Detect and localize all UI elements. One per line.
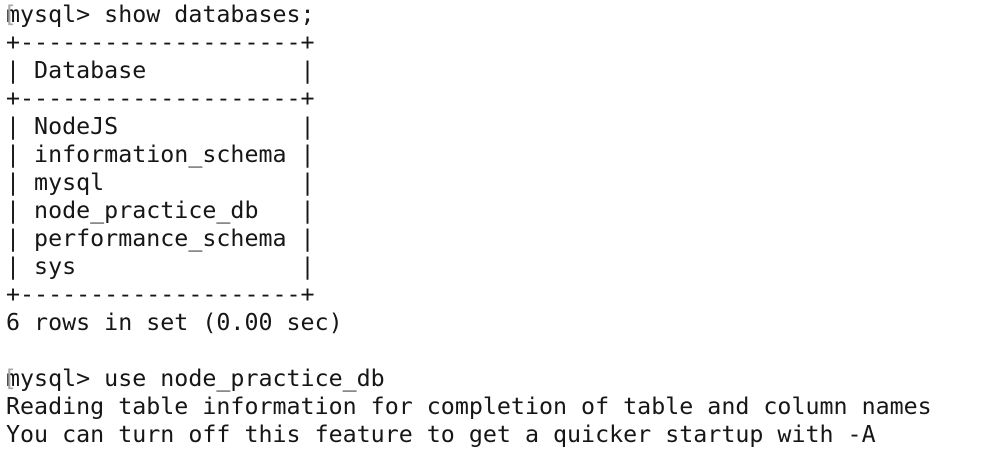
terminal-line-table-border: +--------------------+	[6, 29, 988, 57]
command-mark-icon: [	[3, 1, 18, 28]
terminal-line-text: | node_practice_db |	[6, 197, 315, 224]
terminal-line-table-row: | NodeJS |	[6, 113, 988, 141]
terminal-line-command: [mysql> use node_practice_db	[3, 365, 988, 393]
terminal-line-table-border: +--------------------+	[6, 281, 988, 309]
terminal-line-text: 6 rows in set (0.00 sec)	[6, 309, 343, 336]
terminal-line-text: +--------------------+	[6, 29, 315, 56]
terminal-line-table-row: | performance_schema |	[6, 225, 988, 253]
terminal-line-text: | NodeJS |	[6, 113, 315, 140]
terminal-line-text: You can turn off this feature to get a q…	[6, 421, 876, 448]
terminal-line-table-border: +--------------------+	[6, 85, 988, 113]
command-mark-icon: [	[3, 365, 18, 392]
terminal-line-text: Reading table information for completion…	[6, 393, 932, 420]
terminal-line-text: | performance_schema |	[6, 225, 315, 252]
terminal-line-text: | information_schema |	[6, 141, 315, 168]
terminal-line-text: | Database |	[6, 57, 315, 84]
terminal-line-table-row: | information_schema |	[6, 141, 988, 169]
terminal-line-table-header: | Database |	[6, 57, 988, 85]
terminal-line-table-row: | sys |	[6, 253, 988, 281]
terminal-line-message: Reading table information for completion…	[6, 393, 988, 421]
terminal-line-text: +--------------------+	[6, 281, 315, 308]
terminal-line-message: You can turn off this feature to get a q…	[6, 421, 988, 449]
terminal-line-blank	[6, 337, 988, 365]
terminal-line-text: +--------------------+	[6, 85, 315, 112]
terminal-line-table-row: | node_practice_db |	[6, 197, 988, 225]
terminal-line-command: [mysql> show databases;	[3, 1, 988, 29]
terminal-line-text: | mysql |	[6, 169, 315, 196]
terminal-line-text: mysql> use node_practice_db	[6, 365, 385, 392]
terminal-line-text: | sys |	[6, 253, 315, 280]
terminal-line-text: mysql> show databases;	[6, 1, 315, 28]
terminal-line-status: 6 rows in set (0.00 sec)	[6, 309, 988, 337]
terminal-line-table-row: | mysql |	[6, 169, 988, 197]
